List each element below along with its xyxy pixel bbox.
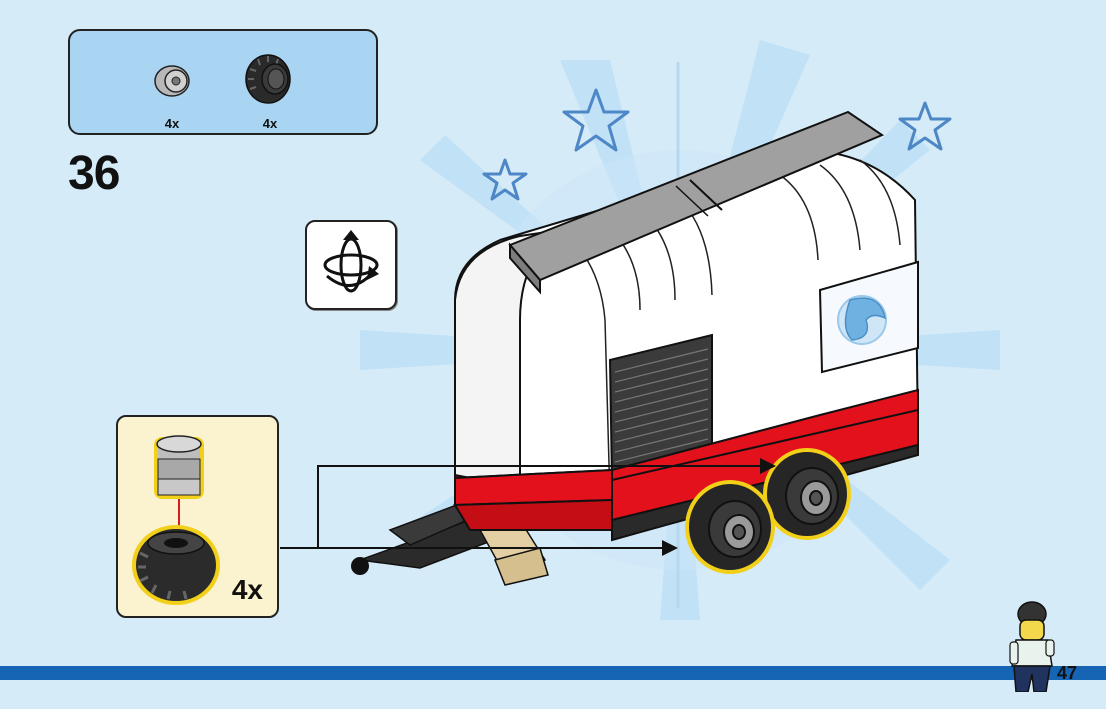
trailer-body (455, 112, 918, 540)
footer-bar (0, 666, 1106, 680)
page-number: 47 (1057, 663, 1077, 684)
horse-logo-icon (838, 296, 886, 344)
trailer-wheel (765, 450, 849, 538)
trailer-wheel (687, 482, 773, 572)
arrow-head-icon (662, 540, 678, 556)
